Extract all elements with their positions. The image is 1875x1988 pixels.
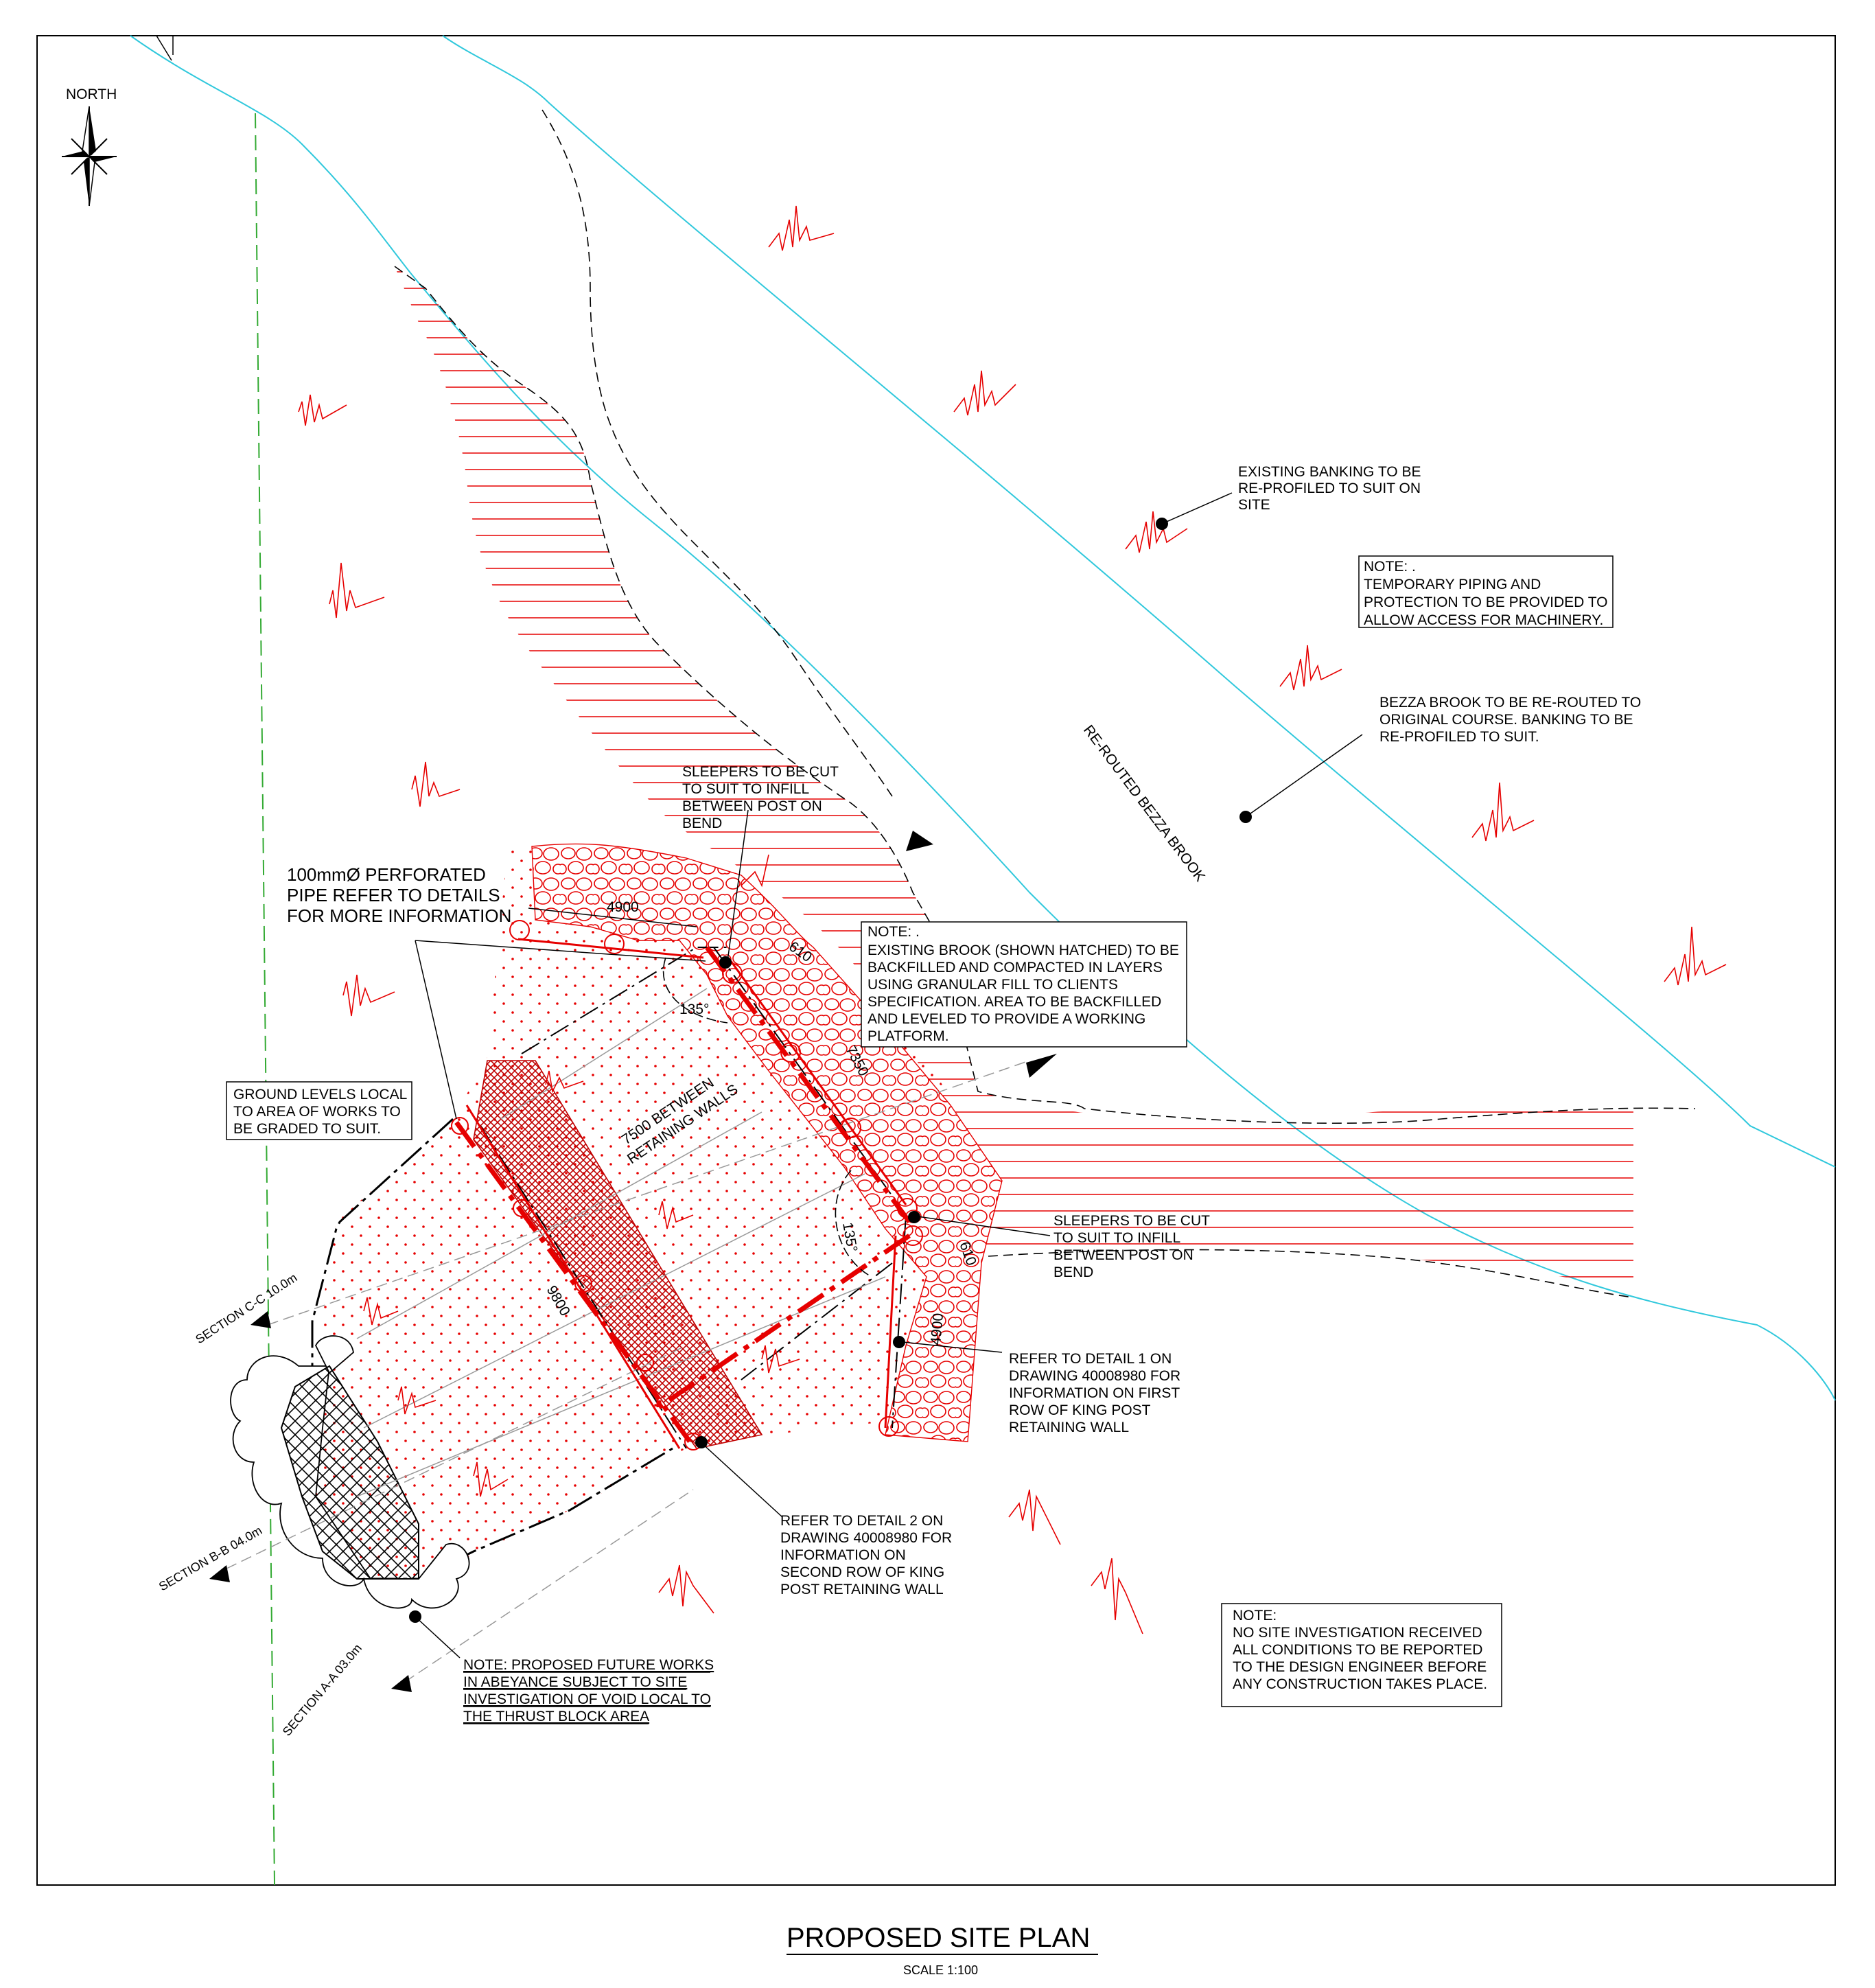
existing-brook-edge-lower bbox=[988, 1249, 1634, 1298]
retaining-wall-red bbox=[454, 938, 911, 1449]
svg-text:SPECIFICATION. AREA TO BE BACK: SPECIFICATION. AREA TO BE BACKFILLED bbox=[867, 994, 1161, 1010]
svg-text:ALLOW ACCESS FOR MACHINERY.: ALLOW ACCESS FOR MACHINERY. bbox=[1364, 612, 1603, 628]
sleepers-top-note: SLEEPERS TO BE CUT TO SUIT TO INFILL BET… bbox=[682, 764, 839, 831]
brook-bank-left bbox=[130, 35, 1836, 1401]
svg-text:TEMPORARY PIPING AND: TEMPORARY PIPING AND bbox=[1364, 577, 1541, 592]
svg-text:BACKFILLED AND COMPACTED IN LA: BACKFILLED AND COMPACTED IN LAYERS bbox=[867, 960, 1163, 975]
north-arrow-icon bbox=[62, 106, 117, 207]
svg-text:IN ABEYANCE SUBJECT TO SITE: IN ABEYANCE SUBJECT TO SITE bbox=[463, 1674, 687, 1690]
svg-text:ANY CONSTRUCTION TAKES PLACE.: ANY CONSTRUCTION TAKES PLACE. bbox=[1233, 1676, 1487, 1692]
svg-text:TO SUIT TO INFILL: TO SUIT TO INFILL bbox=[1053, 1230, 1180, 1246]
svg-text:RE-PROFILED TO SUIT ON: RE-PROFILED TO SUIT ON bbox=[1238, 481, 1421, 496]
svg-text:NOTE: PROPOSED FUTURE WORKS: NOTE: PROPOSED FUTURE WORKS bbox=[463, 1657, 714, 1673]
svg-text:PLATFORM.: PLATFORM. bbox=[867, 1028, 949, 1044]
svg-text:SITE: SITE bbox=[1238, 497, 1270, 513]
svg-text:REFER TO DETAIL 1 ON: REFER TO DETAIL 1 ON bbox=[1009, 1351, 1172, 1367]
svg-text:EXISTING BANKING TO BE: EXISTING BANKING TO BE bbox=[1238, 464, 1421, 480]
svg-text:ORIGINAL COURSE. BANKING TO BE: ORIGINAL COURSE. BANKING TO BE bbox=[1379, 712, 1633, 728]
dim-4900-top: 4900 bbox=[607, 899, 639, 915]
svg-text:BE GRADED TO SUIT.: BE GRADED TO SUIT. bbox=[233, 1121, 381, 1137]
svg-text:BETWEEN POST ON: BETWEEN POST ON bbox=[1053, 1247, 1193, 1263]
svg-text:TO AREA OF WORKS TO: TO AREA OF WORKS TO bbox=[233, 1104, 401, 1120]
svg-text:TO SUIT TO INFILL: TO SUIT TO INFILL bbox=[682, 781, 809, 797]
works-outline bbox=[311, 1118, 673, 1580]
svg-text:ROW OF KING POST: ROW OF KING POST bbox=[1009, 1402, 1151, 1418]
svg-text:INVESTIGATION OF VOID LOCAL TO: INVESTIGATION OF VOID LOCAL TO bbox=[463, 1691, 711, 1707]
king-posts bbox=[451, 920, 923, 1450]
svg-text:AND LEVELED TO PROVIDE A WORK: AND LEVELED TO PROVIDE A WORKING bbox=[867, 1011, 1145, 1027]
svg-text:NOTE:: NOTE: bbox=[1233, 1608, 1277, 1623]
svg-text:GROUND LEVELS LOCAL: GROUND LEVELS LOCAL bbox=[233, 1087, 407, 1102]
site-boundary-line bbox=[255, 113, 275, 1886]
svg-text:THE THRUST BLOCK AREA: THE THRUST BLOCK AREA bbox=[463, 1709, 649, 1724]
svg-text:BEND: BEND bbox=[682, 816, 722, 831]
angle-arc-right bbox=[835, 1170, 872, 1278]
section-arrows bbox=[209, 831, 1057, 1692]
svg-text:SECOND ROW OF KING: SECOND ROW OF KING bbox=[780, 1564, 944, 1580]
sleepers-right-note: SLEEPERS TO BE CUT TO SUIT TO INFILL BET… bbox=[1053, 1213, 1210, 1280]
brook-label: RE-ROUTED BEZZA BROOK bbox=[1080, 722, 1208, 885]
grass-symbols bbox=[298, 205, 1727, 1634]
existing-brook-note: NOTE: . EXISTING BROOK (SHOWN HATCHED) T… bbox=[867, 924, 1179, 1044]
drawing-scale: SCALE 1:100 bbox=[903, 1963, 978, 1977]
temp-piping-note: NOTE: . TEMPORARY PIPING AND PROTECTION … bbox=[1364, 559, 1608, 628]
svg-text:USING GRANULAR FILL TO CLIENTS: USING GRANULAR FILL TO CLIENTS bbox=[867, 977, 1118, 993]
svg-text:SLEEPERS TO BE CUT: SLEEPERS TO BE CUT bbox=[682, 764, 839, 780]
ground-levels-note-box bbox=[226, 1081, 412, 1140]
future-works-note: NOTE: PROPOSED FUTURE WORKS IN ABEYANCE … bbox=[463, 1657, 714, 1724]
temp-piping-note-box bbox=[1358, 555, 1614, 628]
section-aa-label: SECTION A-A 03.0m bbox=[280, 1641, 364, 1739]
detail2-note: REFER TO DETAIL 2 ON DRAWING 40008980 FO… bbox=[780, 1513, 952, 1597]
svg-text:NOTE: .: NOTE: . bbox=[1364, 559, 1416, 575]
existing-brook-edge-right bbox=[541, 109, 893, 797]
svg-text:INFORMATION ON FIRST: INFORMATION ON FIRST bbox=[1009, 1385, 1180, 1401]
svg-text:POST RETAINING WALL: POST RETAINING WALL bbox=[780, 1582, 944, 1597]
svg-text:NO SITE INVESTIGATION RECEIVED: NO SITE INVESTIGATION RECEIVED bbox=[1233, 1625, 1482, 1641]
angle-arc-top bbox=[662, 957, 728, 1024]
svg-text:TO THE DESIGN ENGINEER BEFORE: TO THE DESIGN ENGINEER BEFORE bbox=[1233, 1659, 1487, 1675]
leader-dots bbox=[409, 518, 1252, 1623]
section-cc-label: SECTION C-C 10.0m bbox=[193, 1271, 299, 1346]
bezza-note: BEZZA BROOK TO BE RE-ROUTED TO ORIGINAL … bbox=[1379, 695, 1641, 745]
crosshatch-strip bbox=[473, 1060, 763, 1449]
pipe-note: 100mmØ PERFORATED PIPE REFER TO DETAILS … bbox=[287, 864, 511, 926]
detail1-note: REFER TO DETAIL 1 ON DRAWING 40008980 FO… bbox=[1009, 1351, 1180, 1435]
existing-brook-note-box bbox=[861, 921, 1187, 1048]
svg-text:SLEEPERS TO BE CUT: SLEEPERS TO BE CUT bbox=[1053, 1213, 1210, 1229]
svg-text:EXISTING BROOK (SHOWN HATCHED): EXISTING BROOK (SHOWN HATCHED) TO BE bbox=[867, 943, 1179, 958]
svg-text:PROTECTION TO BE PROVIDED TO: PROTECTION TO BE PROVIDED TO bbox=[1364, 594, 1608, 610]
banking-note: EXISTING BANKING TO BE RE-PROFILED TO SU… bbox=[1238, 464, 1421, 513]
brook-bank-right bbox=[442, 35, 1836, 1168]
svg-text:RETAINING WALL: RETAINING WALL bbox=[1009, 1420, 1129, 1435]
stone-fill-pattern bbox=[531, 843, 1003, 1442]
svg-text:INFORMATION ON: INFORMATION ON bbox=[780, 1547, 906, 1563]
svg-text:100mmØ PERFORATED: 100mmØ PERFORATED bbox=[287, 864, 486, 885]
top-ditch bbox=[156, 35, 174, 61]
existing-brook-edge-left bbox=[394, 266, 1696, 1124]
svg-text:ALL CONDITIONS TO BE REPORTED: ALL CONDITIONS TO BE REPORTED bbox=[1233, 1642, 1482, 1658]
drawing-border bbox=[36, 35, 1836, 1886]
svg-text:BETWEEN POST ON: BETWEEN POST ON bbox=[682, 798, 822, 814]
leader-lines bbox=[415, 492, 1363, 1658]
svg-text:REFER TO DETAIL 2 ON: REFER TO DETAIL 2 ON bbox=[780, 1513, 943, 1529]
no-site-note: NOTE: NO SITE INVESTIGATION RECEIVED ALL… bbox=[1233, 1608, 1487, 1692]
svg-text:BEND: BEND bbox=[1053, 1264, 1093, 1280]
svg-text:DRAWING 40008980 FOR: DRAWING 40008980 FOR bbox=[780, 1530, 952, 1546]
svg-text:FOR MORE INFORMATION: FOR MORE INFORMATION bbox=[287, 905, 511, 926]
existing-brook-hatch bbox=[395, 266, 1633, 1291]
ground-levels-note: GROUND LEVELS LOCAL TO AREA OF WORKS TO … bbox=[233, 1087, 407, 1137]
svg-text:BEZZA BROOK TO BE RE-ROUTED TO: BEZZA BROOK TO BE RE-ROUTED TO bbox=[1379, 695, 1641, 710]
thin-grey-lines bbox=[226, 988, 1030, 1683]
no-site-note-box bbox=[1221, 1603, 1502, 1707]
svg-text:NOTE: .: NOTE: . bbox=[867, 924, 920, 940]
dim-4900-right: 4900 bbox=[928, 1313, 946, 1346]
svg-text:PIPE REFER TO DETAILS: PIPE REFER TO DETAILS bbox=[287, 885, 500, 905]
svg-text:DRAWING 40008980 FOR: DRAWING 40008980 FOR bbox=[1009, 1368, 1180, 1384]
drawing-title: PROPOSED SITE PLAN bbox=[787, 1923, 1090, 1953]
dim-angle-top: 135° bbox=[679, 1002, 709, 1017]
north-label: NORTH bbox=[66, 86, 117, 102]
dim-line-4900-top bbox=[528, 908, 697, 927]
svg-text:RE-PROFILED TO SUIT.: RE-PROFILED TO SUIT. bbox=[1379, 729, 1539, 745]
